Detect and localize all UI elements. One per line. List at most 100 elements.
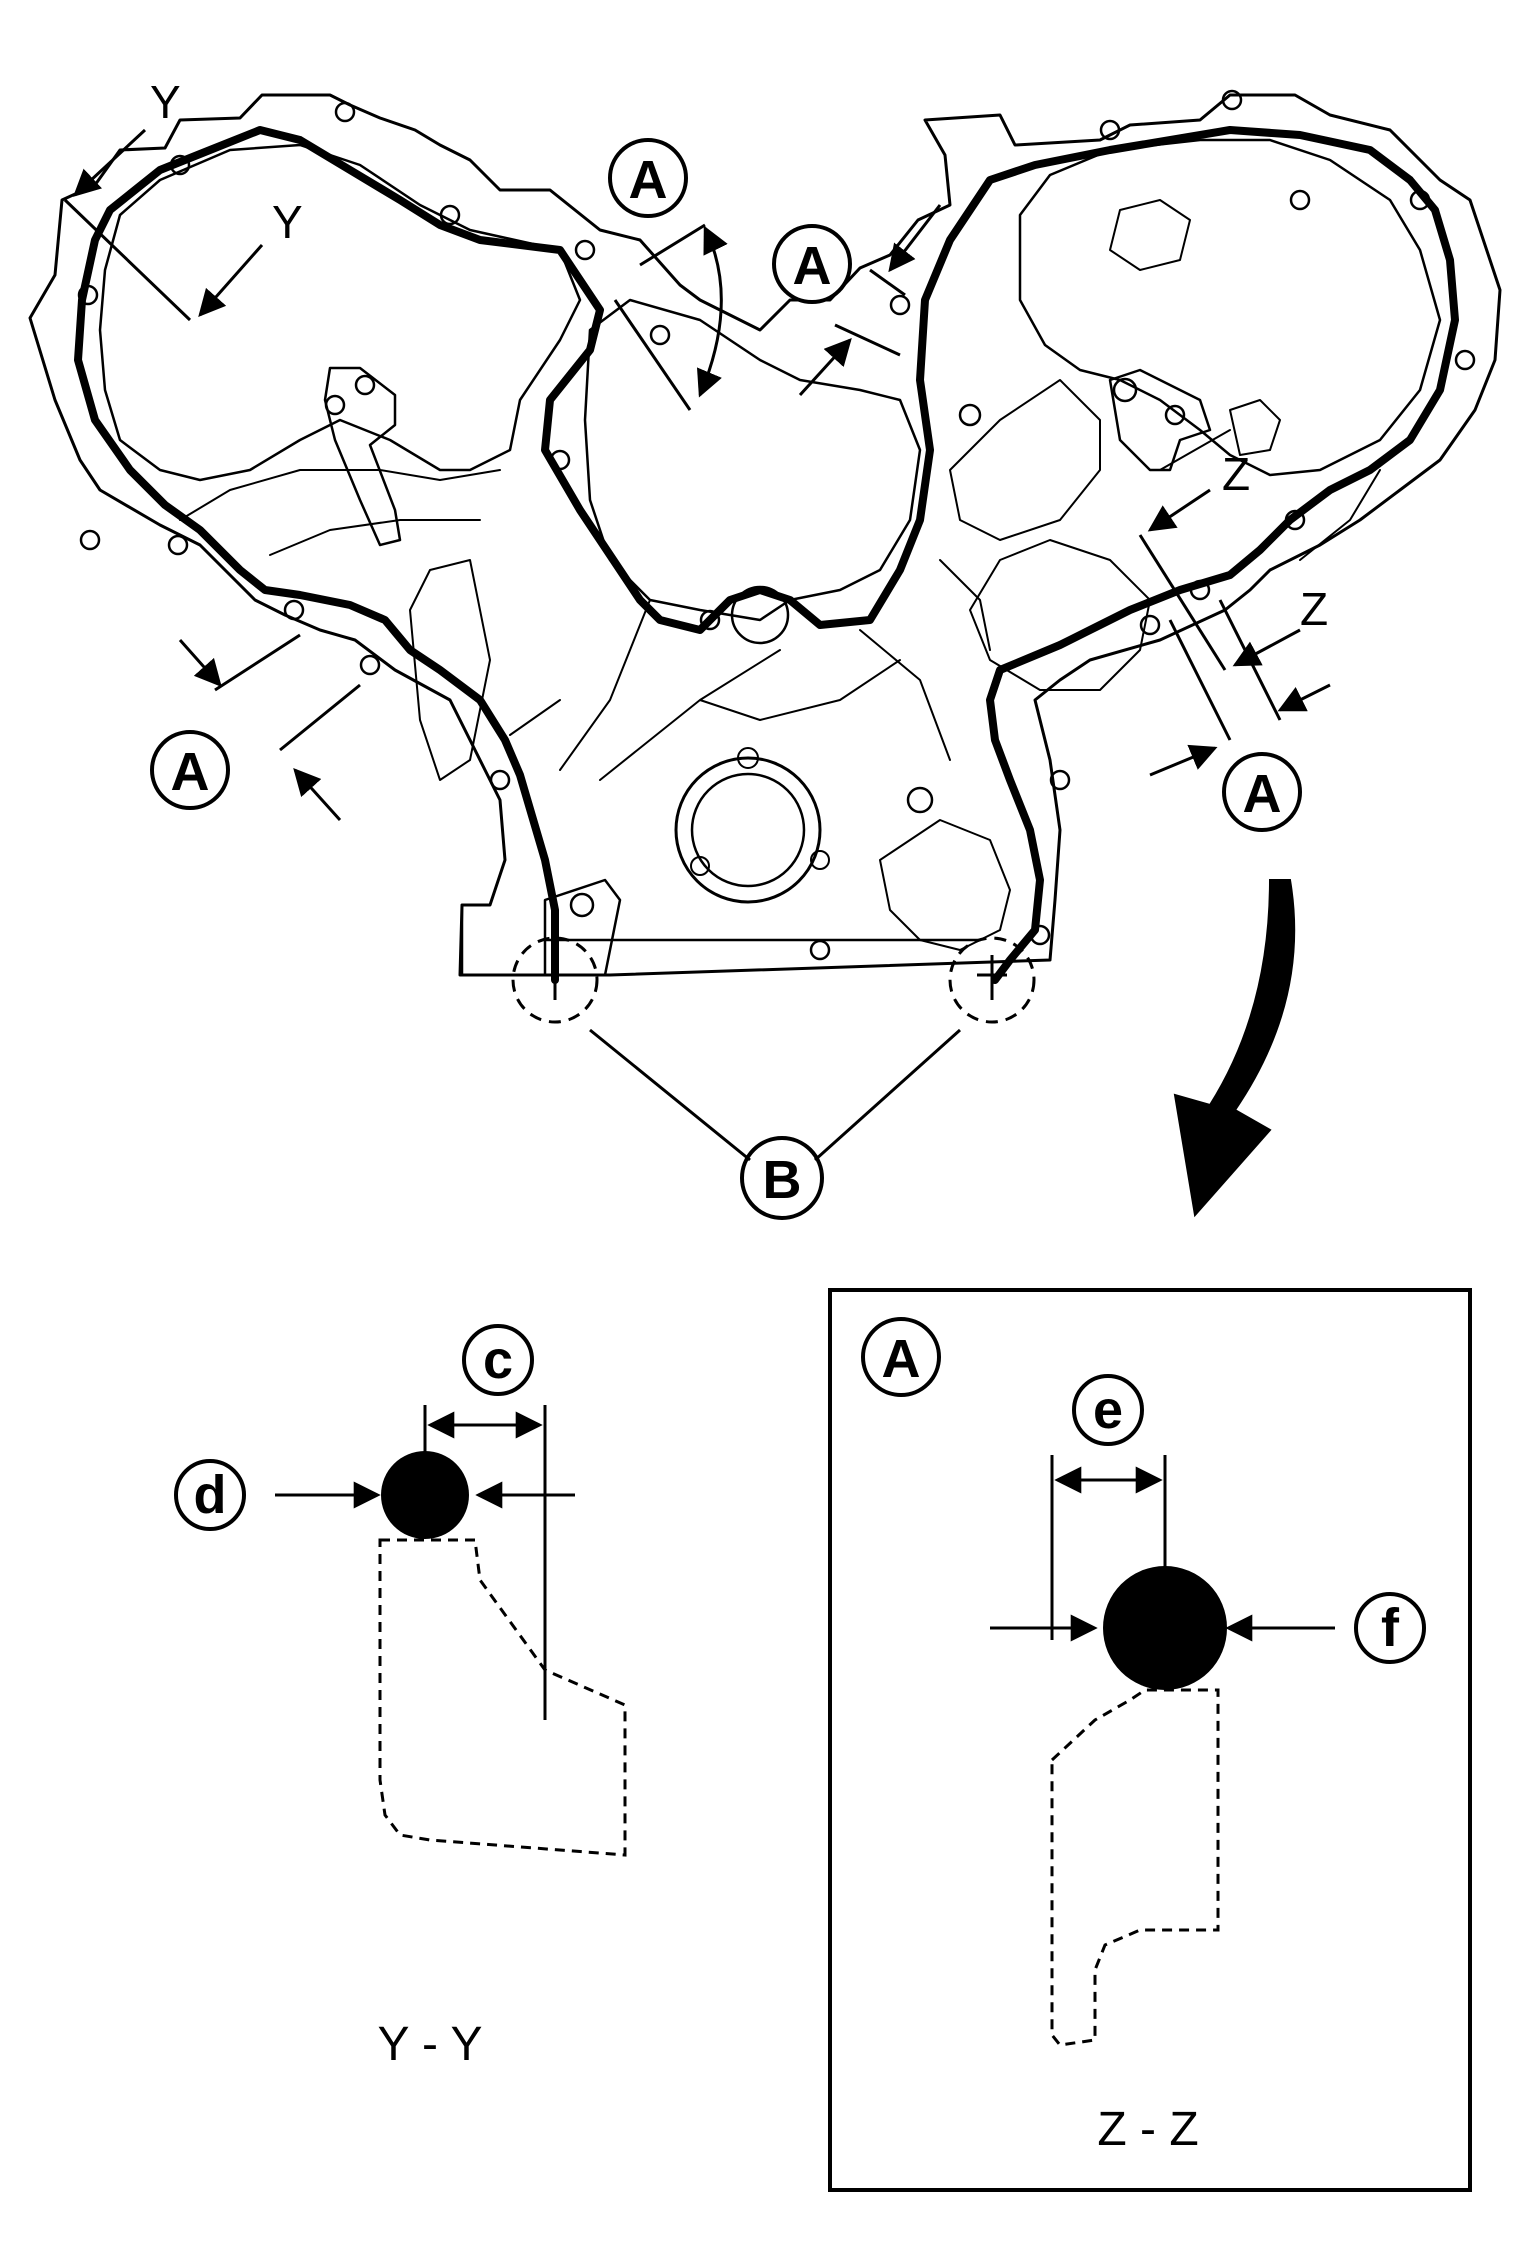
callout-a-4: A <box>1222 752 1302 832</box>
bolt-hole <box>1289 189 1311 211</box>
left-bank-opening <box>98 143 582 482</box>
bolt-hole <box>889 294 911 316</box>
section-yy-caption: Y - Y <box>378 2018 483 2071</box>
bolt-hole <box>489 769 511 791</box>
bolt-hole <box>1164 404 1186 426</box>
z-mark: Z <box>1222 448 1250 500</box>
width-line <box>279 683 361 752</box>
width-line <box>1168 619 1232 741</box>
detail-panel-label: A <box>882 1329 921 1389</box>
dim-arrow <box>888 204 942 273</box>
width-line <box>639 223 706 267</box>
callout-d: d <box>174 1459 246 1531</box>
callout-a-label: A <box>793 236 832 296</box>
z-section-arrow <box>1232 628 1301 667</box>
left-bracket <box>323 366 402 547</box>
bolt-hole <box>574 239 596 261</box>
bolt-hole <box>649 324 671 346</box>
bolt-hole <box>1454 349 1476 371</box>
bolt-hole <box>283 599 305 621</box>
z-section-arrow <box>1147 488 1211 532</box>
b-leader <box>813 1028 962 1162</box>
structure-lines <box>179 199 1381 951</box>
y-mark: Y <box>150 76 181 128</box>
bolt-hole <box>569 892 595 918</box>
width-line <box>869 268 906 297</box>
dim-arrow <box>1149 744 1218 777</box>
sealant-bead <box>74 126 1459 984</box>
callout-a-label: A <box>171 742 210 802</box>
bolt-hole <box>1049 769 1071 791</box>
bore-lug-top <box>737 747 759 769</box>
angle-arrow <box>696 225 728 398</box>
width-line <box>613 299 692 411</box>
bore-lug-right <box>810 850 830 870</box>
callout-c: c <box>462 1324 534 1396</box>
bolt-holes <box>77 89 1476 961</box>
callout-a-2: A <box>772 224 852 304</box>
crank-seal-bore-inner <box>690 772 806 888</box>
z-mark: Z <box>1300 583 1328 635</box>
callout-b-label: B <box>763 1150 802 1210</box>
dimension-marks <box>63 128 1331 1162</box>
callout-a-3: A <box>150 730 230 810</box>
bolt-hole <box>354 374 376 396</box>
center-pocket <box>583 298 922 622</box>
right-bank-opening <box>1018 138 1442 477</box>
dim-arrow <box>293 767 342 822</box>
callout-f-label: f <box>1381 1598 1400 1658</box>
y-mark: Y <box>272 196 303 248</box>
bolt-hole <box>1221 89 1243 111</box>
bolt-hole <box>906 786 934 814</box>
width-line <box>834 323 901 357</box>
sealant-bead-section-zz <box>1103 1566 1227 1690</box>
section-y-y: c d Y - Y <box>174 1324 627 2071</box>
width-line <box>1218 599 1282 721</box>
detail-panel-a: A e f Z - Z <box>828 1288 1472 2192</box>
bore-lug-left <box>690 856 710 876</box>
bottom-strip <box>460 878 982 977</box>
right-bracket <box>1108 368 1212 472</box>
z-section-line <box>1138 534 1227 671</box>
bolt-hole <box>167 534 189 556</box>
detail-panel-frame <box>828 1288 1472 2192</box>
callout-a-label: A <box>629 150 668 210</box>
b-detail-circles <box>511 936 1036 1024</box>
bolt-hole <box>334 101 356 123</box>
callout-e-label: e <box>1093 1380 1123 1440</box>
b-crosshair <box>540 955 1007 1000</box>
dim-arrow <box>798 338 852 397</box>
section-zz-caption: Z - Z <box>1097 2103 1198 2156</box>
callout-a-1: A <box>608 138 688 218</box>
callout-a-label: A <box>1243 764 1282 824</box>
bolt-hole <box>958 403 982 427</box>
bolt-hole <box>79 529 101 551</box>
width-line <box>214 633 301 692</box>
bolt-hole <box>1099 119 1121 141</box>
callout-bubbles: A A A A B <box>150 138 1302 1220</box>
dim-arrow <box>1277 683 1331 712</box>
callout-f: f <box>1354 1592 1426 1664</box>
b-circle-left <box>511 936 599 1024</box>
callout-e: e <box>1072 1374 1144 1446</box>
bolt-hole <box>439 204 461 226</box>
crank-seal-bore-outer <box>674 756 822 904</box>
y-section-arrow <box>198 244 264 318</box>
dim-arrow <box>178 639 222 688</box>
bolt-hole <box>1139 614 1161 636</box>
bolt-hole <box>359 654 381 676</box>
callout-b: B <box>740 1136 824 1220</box>
cover-flange-section-yy <box>378 1538 627 1857</box>
y-section-line <box>63 198 192 322</box>
section-letters: Y Y Z Z <box>150 76 1328 635</box>
bolt-hole <box>1112 377 1138 403</box>
big-curved-arrow <box>1173 879 1296 1218</box>
callout-c-label: c <box>483 1330 513 1390</box>
b-leader <box>589 1028 751 1162</box>
b-circle-right <box>948 936 1036 1024</box>
bolt-hole <box>699 609 721 631</box>
bolt-hole <box>809 939 831 961</box>
front-cover-drawing <box>28 89 1502 977</box>
callout-d-label: d <box>194 1465 227 1525</box>
